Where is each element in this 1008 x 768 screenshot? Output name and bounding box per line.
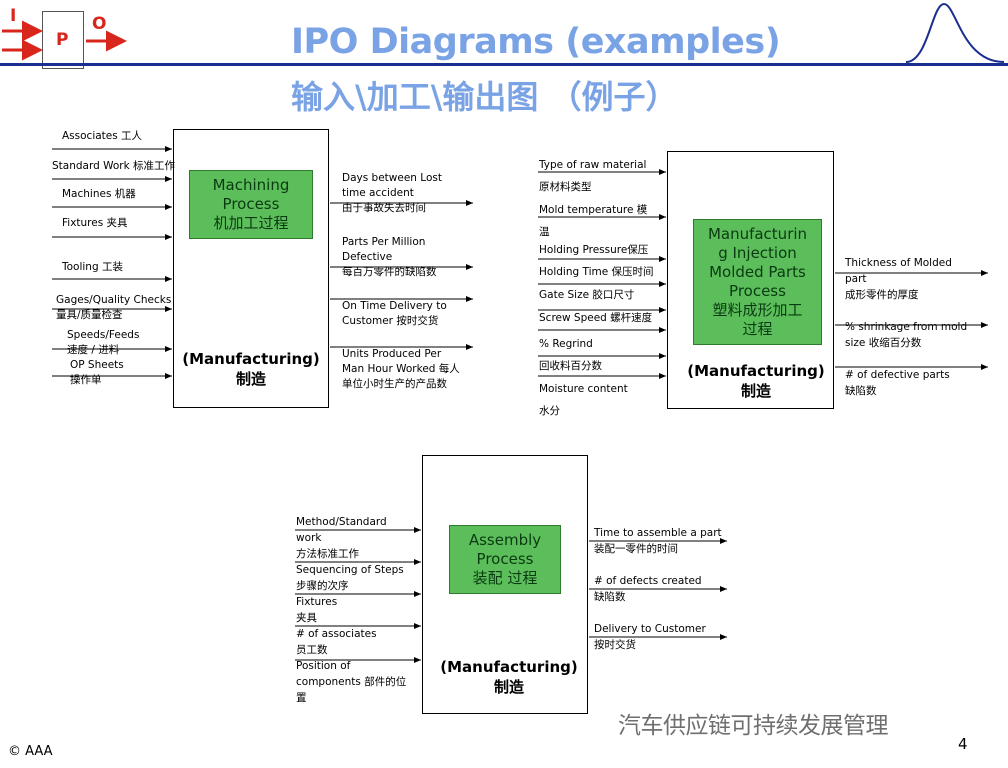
assembly-footer: (Manufacturing) 制造 bbox=[440, 658, 578, 696]
injection-output-label: # of defective parts 缺陷数 bbox=[845, 369, 950, 397]
machining-input-label: Speeds/Feeds 速度 / 进料 bbox=[67, 329, 140, 356]
assembly-process-block: Assembly Process 装配 过程 bbox=[449, 525, 561, 594]
assembly-input-label: Method/Standard work 方法标准工作 bbox=[296, 516, 387, 560]
injection-input-label: Holding Pressure保压 bbox=[539, 244, 649, 256]
injection-footer: (Manufacturing) 制造 bbox=[687, 362, 825, 400]
injection-output-label: Thickness of Molded part 成形零件的厚度 bbox=[845, 257, 952, 301]
machining-output-label: Units Produced Per Man Hour Worked 每人 单位… bbox=[342, 348, 460, 390]
machining-output-label: Parts Per Million Defective 每百万零件的缺陷数 bbox=[342, 236, 437, 278]
page-number: 4 bbox=[958, 735, 968, 753]
machining-input-label: Machines 机器 bbox=[62, 188, 136, 200]
injection-input-label: Mold temperature 模 温 bbox=[539, 204, 648, 238]
injection-output-label: % shrinkage from mold size 收缩百分数 bbox=[845, 321, 968, 349]
machining-input-label: Standard Work 标准工作 bbox=[52, 160, 176, 172]
injection-input-label: Gate Size 胶口尺寸 bbox=[539, 289, 635, 301]
machining-footer: (Manufacturing) 制造 bbox=[182, 350, 320, 388]
copyright-text: © AAA bbox=[8, 744, 53, 759]
machining-output-label: Days between Lost time accident 由于事故失去时间 bbox=[342, 172, 442, 214]
page-title: IPO Diagrams (examples) bbox=[291, 22, 781, 62]
assembly-output-label: Delivery to Customer 按时交货 bbox=[594, 623, 706, 651]
injection-input-label: Holding Time 保压时间 bbox=[539, 266, 654, 278]
logo-output-letter: O bbox=[92, 14, 107, 34]
machining-input-label: Gages/Quality Checks 量具/质量检查 bbox=[56, 294, 172, 321]
page-subtitle: 输入\加工\输出图 （例子） bbox=[291, 78, 678, 116]
machining-input-label: Tooling 工装 bbox=[62, 261, 123, 273]
injection-input-label: % Regrind 回收料百分数 bbox=[539, 338, 602, 372]
header-rule bbox=[0, 63, 1008, 66]
injection-input-label: Moisture content 水分 bbox=[539, 383, 628, 417]
machining-input-label: Associates 工人 bbox=[62, 130, 143, 142]
machining-output-label: On Time Delivery to Customer 按时交货 bbox=[342, 300, 447, 327]
logo-input-letter: I bbox=[10, 6, 17, 26]
assembly-input-label: Sequencing of Steps 步骤的次序 bbox=[296, 564, 404, 592]
logo-arrows bbox=[2, 20, 127, 61]
assembly-output-label: Time to assemble a part 装配一零件的时间 bbox=[594, 527, 722, 555]
assembly-input-label: # of associates 员工数 bbox=[296, 628, 377, 656]
watermark-text: 汽车供应链可持续发展管理 bbox=[618, 713, 889, 739]
injection-process-block: Manufacturin g Injection Molded Parts Pr… bbox=[693, 219, 822, 345]
assembly-input-label: Fixtures 夹具 bbox=[296, 596, 338, 624]
logo-process-letter: P bbox=[56, 30, 69, 50]
assembly-output-label: # of defects created 缺陷数 bbox=[594, 575, 702, 603]
machining-process-block: Machining Process 机加工过程 bbox=[189, 170, 313, 239]
assembly-input-label: Position of components 部件的位 置 bbox=[296, 660, 407, 704]
machining-input-label: Fixtures 夹具 bbox=[62, 217, 128, 229]
machining-input-label: OP Sheets 操作单 bbox=[70, 359, 124, 386]
bell-curve-icon bbox=[905, 2, 1005, 63]
injection-input-label: Type of raw material 原材料类型 bbox=[539, 159, 647, 193]
injection-input-label: Screw Speed 螺杆速度 bbox=[539, 312, 653, 324]
